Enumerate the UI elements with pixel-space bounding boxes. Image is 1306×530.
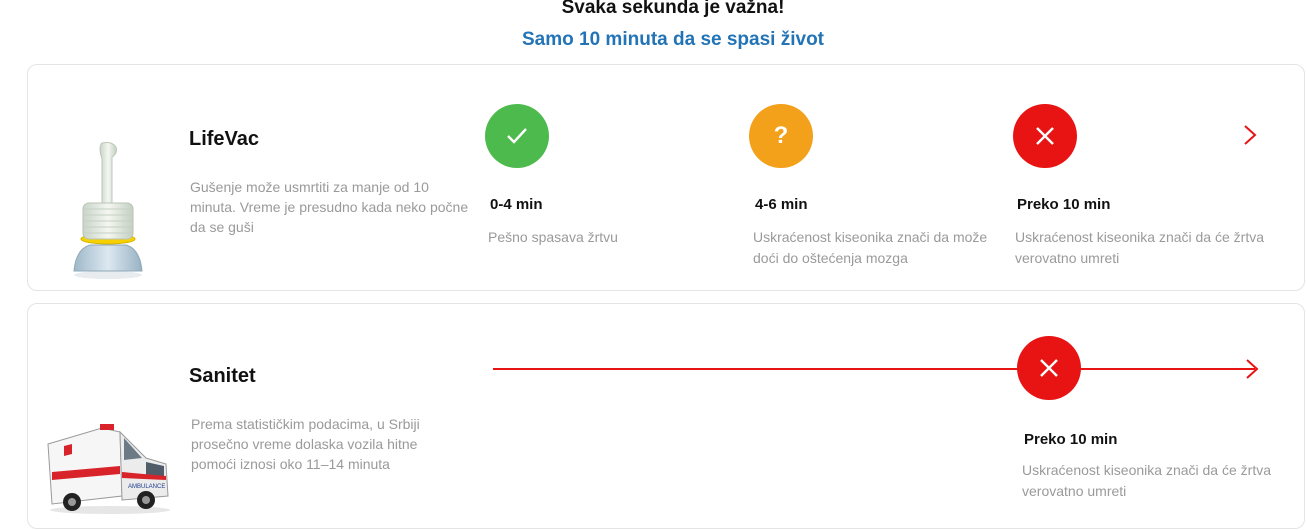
ambulance-icon: AMBULANCE	[42, 422, 172, 514]
step1-description: Pešno spasava žrtvu	[488, 229, 618, 245]
check-icon	[507, 128, 527, 144]
close-icon	[1036, 127, 1054, 145]
lifevac-device-icon	[68, 139, 148, 281]
close-icon	[1040, 359, 1058, 377]
step3-description: Uskraćenost kiseonika znači da će žrtva …	[1015, 229, 1264, 266]
sanitet-card: AMBULANCE Sanitet Prema statističkim pod…	[27, 303, 1305, 529]
page-subtitle: Samo 10 minuta da se spasi život	[522, 29, 824, 50]
step3-label: Preko 10 min	[1017, 196, 1111, 213]
lifevac-timeline	[518, 125, 1257, 145]
sanitet-step-label: Preko 10 min	[1024, 431, 1118, 448]
lifevac-card: LifeVac Gušenje može usmrtiti za manje o…	[27, 64, 1305, 291]
sanitet-title: Sanitet	[189, 365, 256, 387]
sanitet-status-circle	[1017, 336, 1081, 400]
lifevac-description: Gušenje može usmrtiti za manje od 10 min…	[190, 179, 469, 235]
step2-status-circle: ?	[749, 104, 813, 168]
sanitet-description: Prema statističkim podacima, u Srbiji pr…	[191, 416, 420, 472]
sanitet-step-description: Uskraćenost kiseonika znači da će žrtva …	[1022, 462, 1271, 499]
step1-label: 0-4 min	[490, 196, 543, 213]
step2-description: Uskraćenost kiseonika znači da može doći…	[753, 229, 988, 266]
lifevac-title: LifeVac	[189, 128, 260, 150]
sanitet-timeline	[493, 359, 1259, 379]
step1-status-circle	[485, 104, 549, 168]
svg-text:AMBULANCE: AMBULANCE	[128, 484, 165, 490]
question-icon: ?	[773, 122, 789, 149]
page-title: Svaka sekunda je važna!	[561, 0, 785, 18]
step3-status-circle	[1013, 104, 1077, 168]
step2-label: 4-6 min	[755, 196, 808, 213]
